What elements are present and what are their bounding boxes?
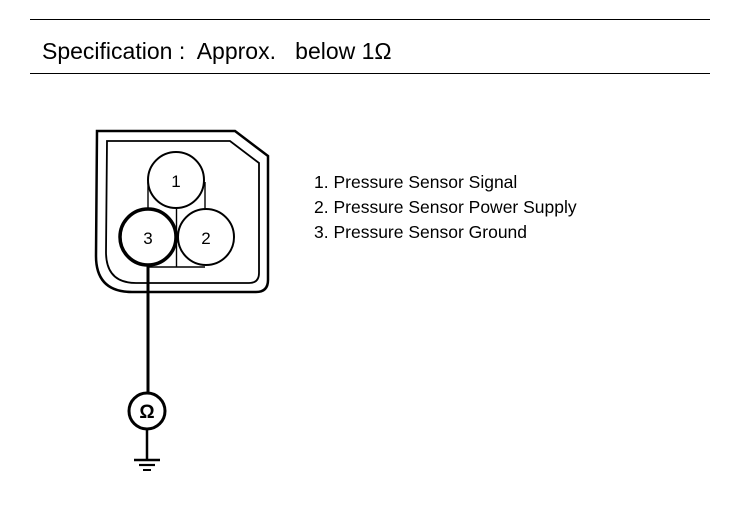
terminal-1-circle (147, 151, 205, 209)
terminal-2-circle (177, 208, 235, 266)
terminal-legend: 1. Pressure Sensor Signal 2. Pressure Se… (314, 170, 577, 245)
specification-approx: Approx. (196, 38, 276, 64)
bottom-rule (30, 73, 710, 74)
ohmmeter-symbol: Ω (139, 402, 154, 423)
specification-label: Specification (42, 38, 173, 64)
legend-item-2: 2. Pressure Sensor Power Supply (314, 197, 577, 217)
terminal-2-label: 2 (201, 229, 210, 248)
specification-line: Specification : Approx. below 1Ω (42, 36, 392, 66)
connector-housing-inner (105, 140, 260, 284)
terminal-1-label: 1 (171, 172, 180, 191)
connector-housing-outer (94, 129, 270, 294)
specification-separator: : (178, 38, 186, 64)
specification-value: below 1Ω (295, 38, 392, 64)
ground-icon (134, 458, 160, 471)
legend-item-3: 3. Pressure Sensor Ground (314, 222, 528, 242)
legend-item-1: 1. Pressure Sensor Signal (314, 172, 518, 192)
terminal-3-label: 3 (143, 229, 152, 248)
top-rule (30, 19, 710, 20)
